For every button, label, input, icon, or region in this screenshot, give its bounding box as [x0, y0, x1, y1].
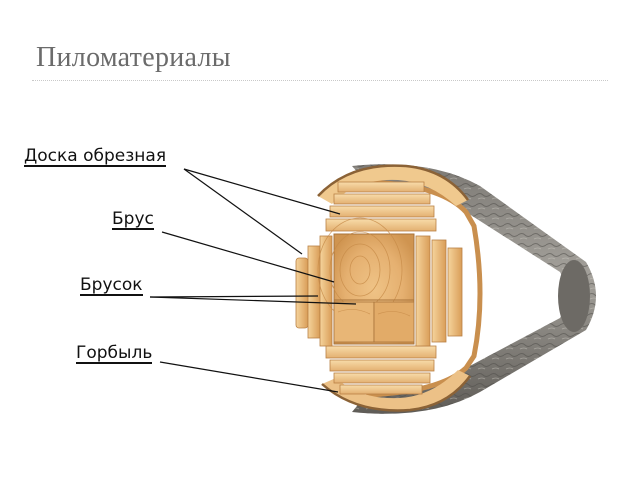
- leader-doska-2: [183, 168, 303, 255]
- leader-lines: [149, 168, 357, 393]
- boards-top: [325, 181, 437, 232]
- small-bars: [333, 301, 415, 343]
- title-divider: [32, 80, 608, 81]
- label-edged-board: Доска обрезная: [24, 146, 167, 167]
- label-edged-board-text: Доска обрезная: [24, 146, 167, 166]
- label-edged-board-underline: [24, 165, 167, 167]
- label-bar-text: Брусок: [80, 275, 143, 295]
- label-bar: Брусок: [80, 275, 143, 296]
- leader-brusok-2: [149, 296, 357, 305]
- slab-bottom: [321, 370, 472, 412]
- boards-left: [295, 235, 333, 347]
- leader-gorbyl: [159, 361, 339, 393]
- boards-bottom: [325, 345, 437, 395]
- label-beam-underline: [112, 228, 154, 230]
- leader-brus: [161, 231, 335, 283]
- label-bar-underline: [80, 294, 143, 296]
- leader-doska-1: [183, 168, 341, 215]
- label-beam: Брус: [112, 209, 154, 230]
- slab-top: [317, 164, 470, 206]
- label-slab: Горбыль: [76, 343, 153, 364]
- boards-right: [415, 235, 463, 347]
- leader-brusok-1: [149, 295, 319, 298]
- label-slab-underline: [76, 362, 153, 364]
- log-bark: [352, 164, 596, 414]
- slide-title: Пиломатериалы: [36, 42, 231, 73]
- label-slab-text: Горбыль: [76, 343, 153, 363]
- label-beam-text: Брус: [112, 209, 154, 229]
